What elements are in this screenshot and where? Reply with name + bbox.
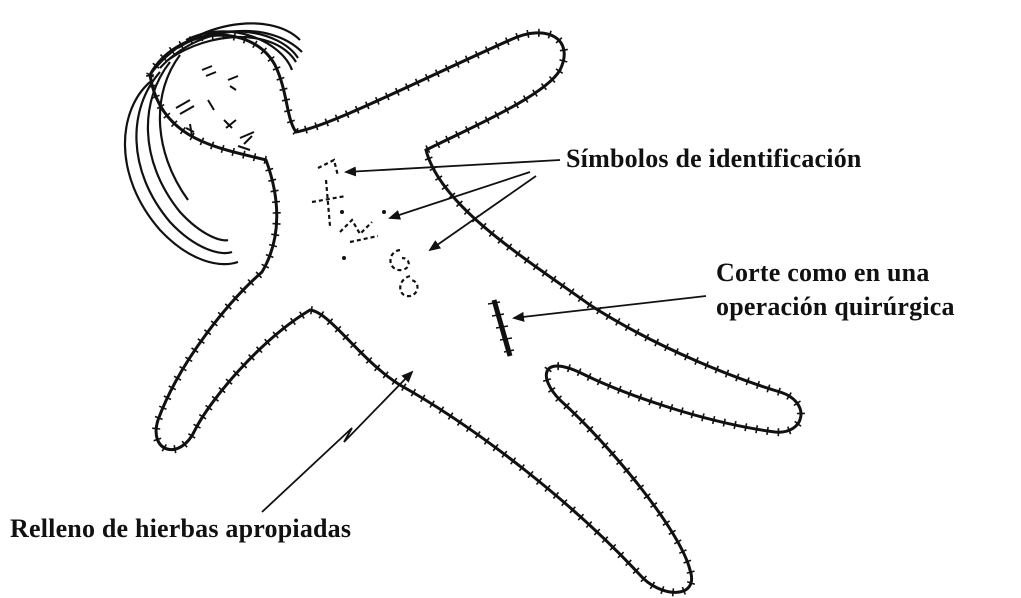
- stitch-mark: [673, 588, 674, 596]
- stuffing-arrow: [262, 372, 412, 512]
- stuffing-label: Relleno de hierbas apropiadas: [10, 512, 351, 546]
- stitch-mark: [273, 224, 281, 225]
- cut-label-line1: Corte como en una: [716, 256, 955, 290]
- stitch-mark: [272, 202, 280, 203]
- cut-label-line2: operación quirúrgica: [716, 290, 955, 324]
- symbols-label: Símbolos de identificación: [566, 142, 862, 176]
- cut-label: Corte como en una operación quirúrgica: [716, 256, 955, 324]
- stitch-mark: [152, 428, 160, 429]
- doll-body-outline: [150, 33, 801, 593]
